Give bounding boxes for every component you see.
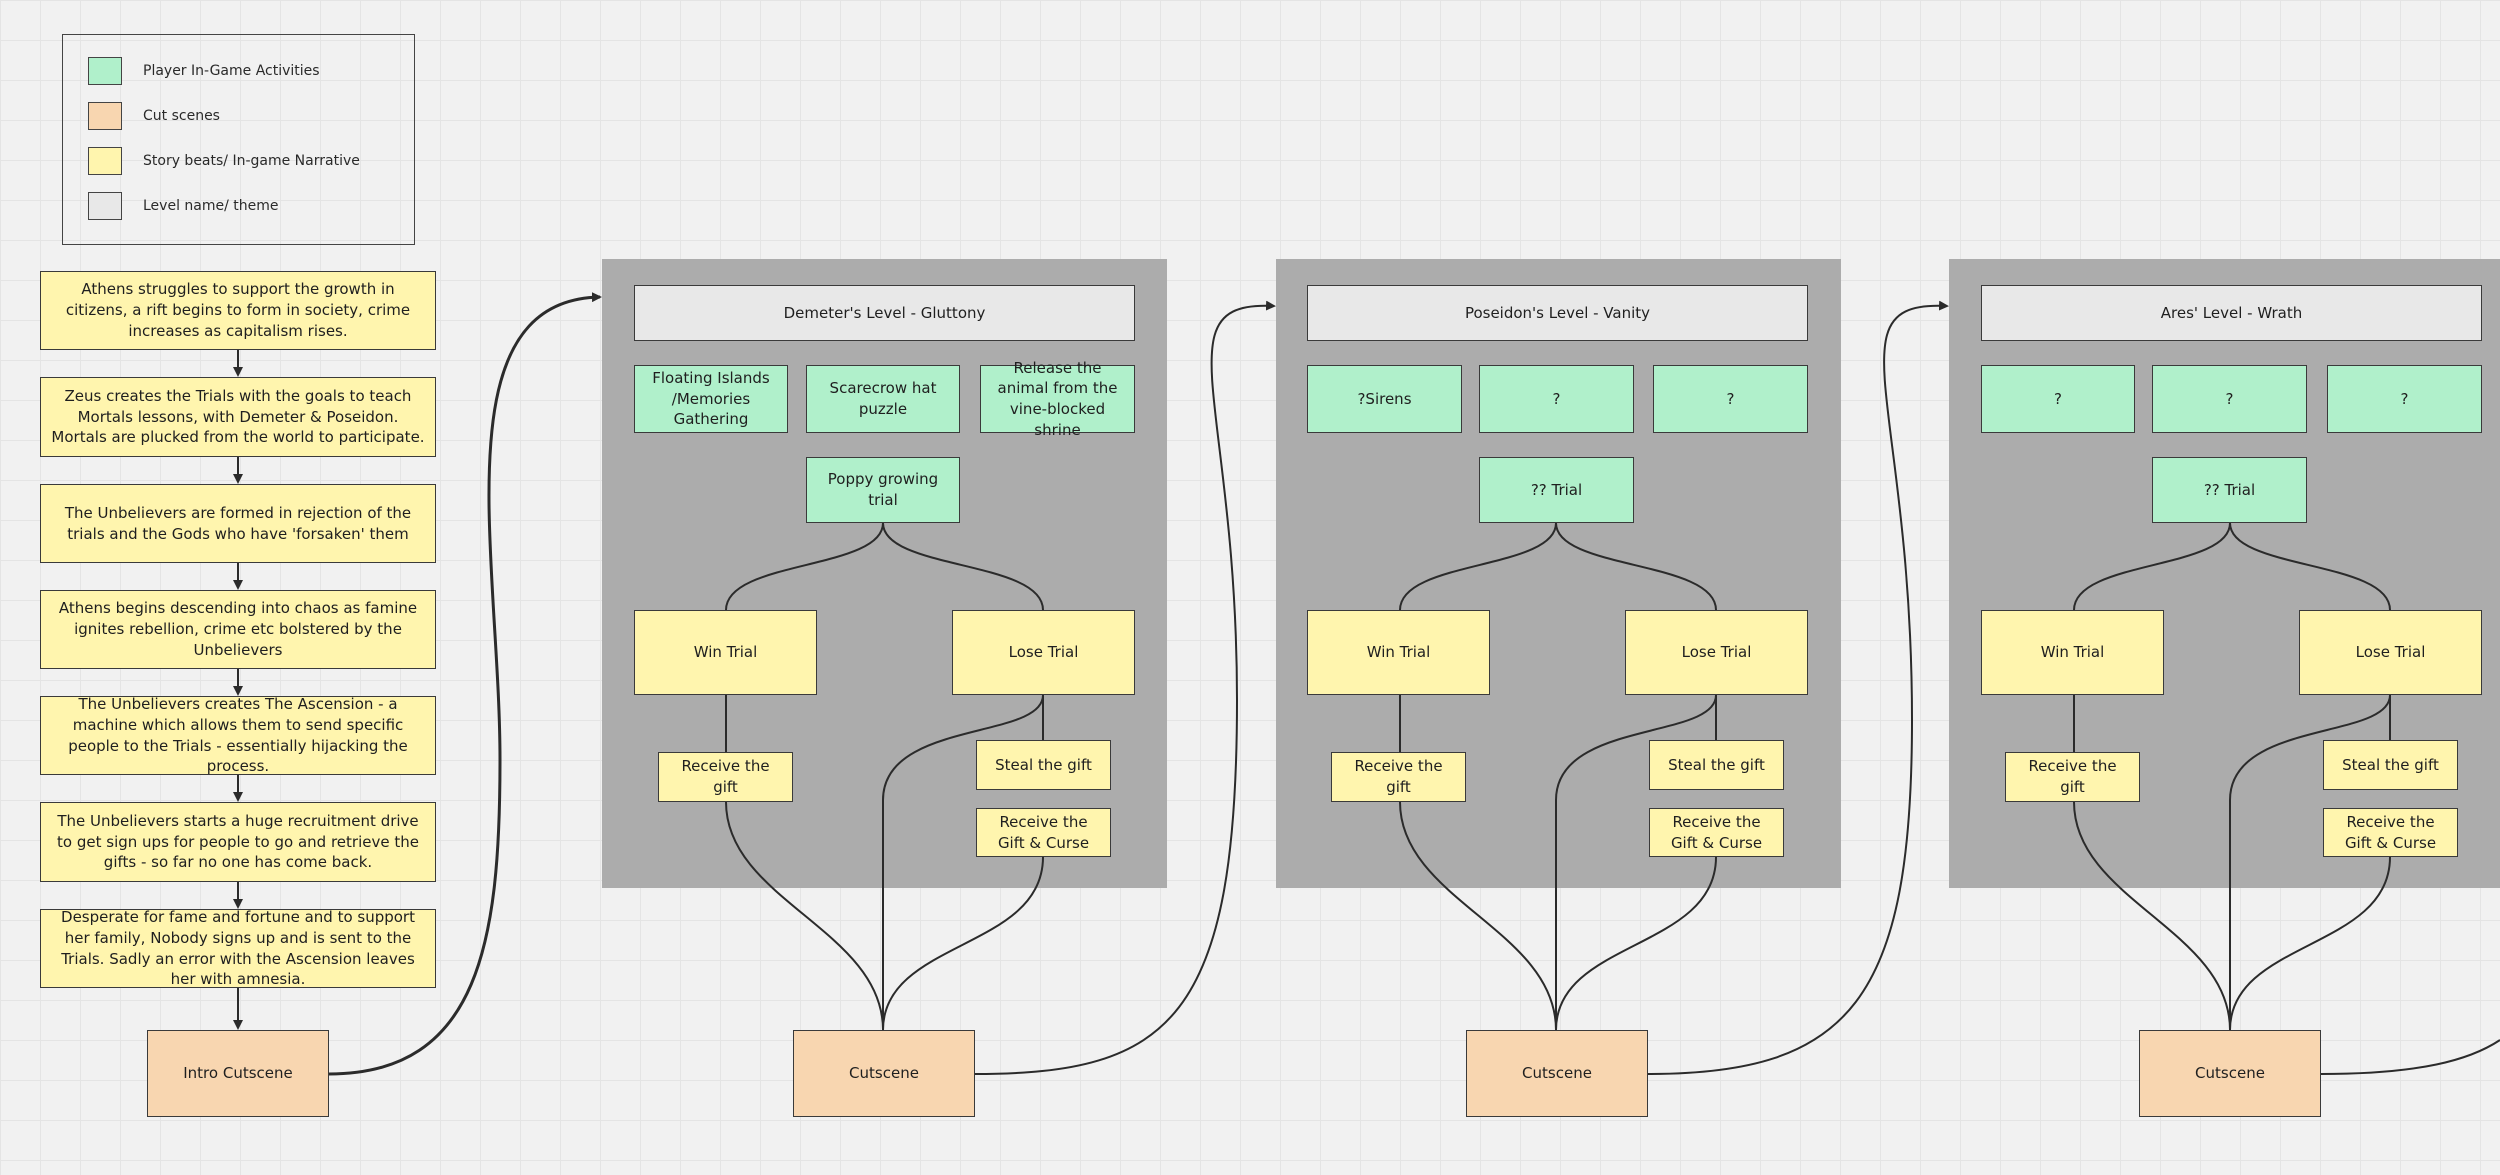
intro-cutscene: Intro Cutscene: [147, 1030, 329, 1117]
story-beat-5: The Unbelievers creates The Ascension - …: [40, 695, 436, 775]
receive-gift-poseidon: Receive the gift: [1331, 752, 1466, 802]
legend-swatch-level-name: [88, 192, 122, 220]
steal-gift-ares: Steal the gift: [2323, 740, 2458, 790]
legend-swatch-player-activities: [88, 57, 122, 85]
trial-poseidon: ?? Trial: [1479, 457, 1634, 523]
story-beat-2: Zeus creates the Trials with the goals t…: [40, 377, 436, 457]
activity-poseidon-1: ?Sirens: [1307, 365, 1462, 433]
receive-gift-ares: Receive the gift: [2005, 752, 2140, 802]
story-beat-7: Desperate for fame and fortune and to su…: [40, 908, 436, 988]
activity-ares-2: ?: [2152, 365, 2307, 433]
legend-label-cut-scenes: Cut scenes: [143, 108, 220, 124]
receive-gift-demeter: Receive the gift: [658, 752, 793, 802]
legend: Player In-Game Activities Cut scenes Sto…: [62, 34, 415, 245]
win-trial-ares: Win Trial: [1981, 610, 2164, 695]
story-beat-4: Athens begins descending into chaos as f…: [40, 590, 436, 669]
win-trial-demeter: Win Trial: [634, 610, 817, 695]
cutscene-ares: Cutscene: [2139, 1030, 2321, 1117]
cutscene-poseidon: Cutscene: [1466, 1030, 1648, 1117]
legend-swatch-story-beats: [88, 147, 122, 175]
activity-ares-3: ?: [2327, 365, 2482, 433]
story-beat-6: The Unbelievers starts a huge recruitmen…: [40, 802, 436, 882]
story-beat-1: Athens struggles to support the growth i…: [40, 271, 436, 350]
trial-demeter: Poppy growing trial: [806, 457, 960, 523]
gift-curse-demeter: Receive the Gift & Curse: [976, 808, 1111, 857]
steal-gift-demeter: Steal the gift: [976, 740, 1111, 790]
level-title-ares: Ares' Level - Wrath: [1981, 285, 2482, 341]
lose-trial-poseidon: Lose Trial: [1625, 610, 1808, 695]
win-trial-poseidon: Win Trial: [1307, 610, 1490, 695]
gift-curse-poseidon: Receive the Gift & Curse: [1649, 808, 1784, 857]
level-title-poseidon: Poseidon's Level - Vanity: [1307, 285, 1808, 341]
story-beat-3: The Unbelievers are formed in rejection …: [40, 484, 436, 563]
steal-gift-poseidon: Steal the gift: [1649, 740, 1784, 790]
trial-ares: ?? Trial: [2152, 457, 2307, 523]
legend-label-story-beats: Story beats/ In-game Narrative: [143, 153, 360, 169]
legend-label-player-activities: Player In-Game Activities: [143, 63, 320, 79]
lose-trial-demeter: Lose Trial: [952, 610, 1135, 695]
lose-trial-ares: Lose Trial: [2299, 610, 2482, 695]
legend-swatch-cut-scenes: [88, 102, 122, 130]
activity-poseidon-2: ?: [1479, 365, 1634, 433]
gift-curse-ares: Receive the Gift & Curse: [2323, 808, 2458, 857]
activity-demeter-2: Scarecrow hat puzzle: [806, 365, 960, 433]
activity-poseidon-3: ?: [1653, 365, 1808, 433]
level-title-demeter: Demeter's Level - Gluttony: [634, 285, 1135, 341]
activity-demeter-1: Floating Islands /Memories Gathering: [634, 365, 788, 433]
legend-label-level-name: Level name/ theme: [143, 198, 279, 214]
activity-ares-1: ?: [1981, 365, 2135, 433]
cutscene-demeter: Cutscene: [793, 1030, 975, 1117]
activity-demeter-3: Release the animal from the vine-blocked…: [980, 359, 1135, 439]
